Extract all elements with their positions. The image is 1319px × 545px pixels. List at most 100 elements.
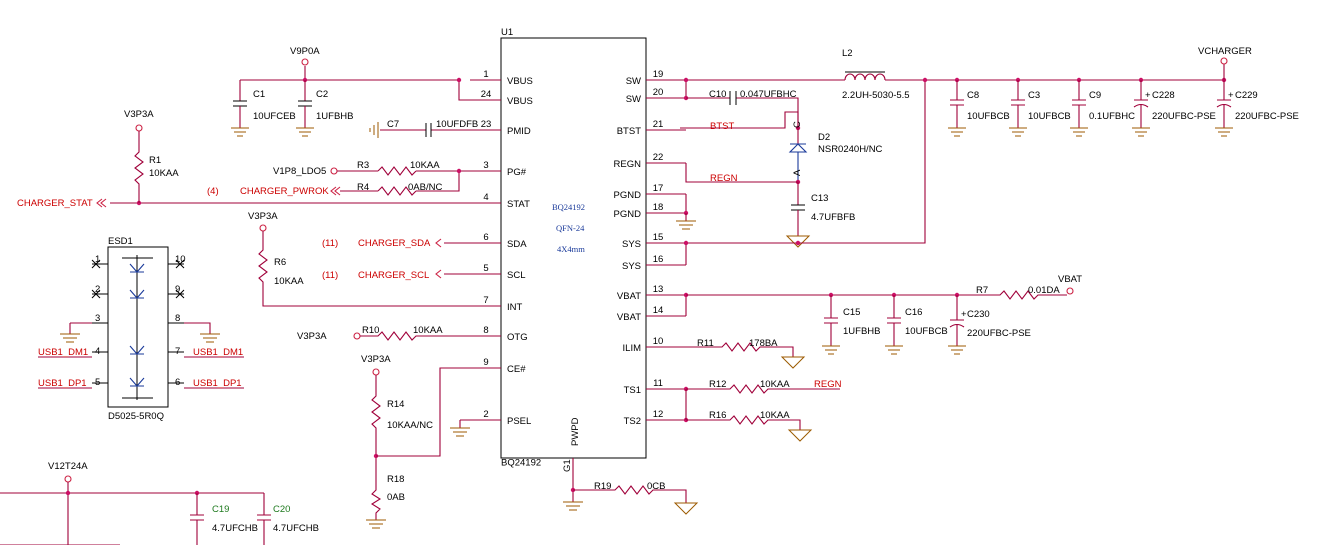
r11-ref: R11	[697, 338, 714, 349]
ic-pin-name: VBUS	[507, 76, 533, 87]
ic-pin-number: 17	[653, 183, 664, 194]
c1-ref: C1	[253, 89, 265, 100]
esd-pin-3: 3	[95, 313, 100, 324]
ic-pin-name: TS2	[624, 416, 641, 427]
r3-ref: R3	[357, 160, 369, 171]
ic-pin-number: 23	[481, 119, 492, 130]
v3p3a-1-port-icon	[135, 124, 143, 132]
c20-value: 4.7UFCHB	[273, 523, 319, 534]
sys-net	[683, 80, 926, 265]
ic-pin-name: ILIM	[623, 343, 642, 354]
psel-net	[450, 419, 470, 437]
c228-ref: C228	[1152, 90, 1175, 101]
c15-value: 1UFBHB	[843, 326, 880, 337]
charger-sda-label: CHARGER_SDA	[358, 238, 431, 249]
esd-diode-2	[129, 289, 145, 299]
ic-pin-name: SYS	[622, 239, 641, 250]
ic-pin-name: VBAT	[617, 312, 641, 323]
ic-pin-number: 15	[653, 232, 664, 243]
vcharger-label: VCHARGER	[1198, 46, 1252, 57]
regn-label: REGN	[710, 173, 738, 184]
d2-pin-c: C	[792, 121, 803, 128]
ic-pin-number: 13	[653, 284, 664, 295]
ic-pin-name: PSEL	[507, 416, 531, 427]
esd-pin-10: 10	[175, 254, 186, 265]
ic-pin-name: SW	[626, 76, 641, 87]
ic-pin-name: CE#	[507, 364, 526, 375]
c8-value: 10UFBCB	[967, 111, 1010, 122]
ic-pin-name: SW	[626, 94, 641, 105]
r4-resistor	[377, 186, 417, 196]
ic-pin-name: SYS	[622, 261, 641, 272]
c229-ref: C229	[1235, 90, 1258, 101]
ic-part-label: BQ24192	[501, 457, 541, 468]
c229-value: 220UFBC-PSE	[1235, 111, 1299, 122]
v9p0a-label: V9P0A	[290, 46, 320, 57]
vcharger-port-icon	[1220, 57, 1228, 65]
ic-pad-pin: G1	[562, 459, 573, 472]
v1p8-port-icon	[330, 167, 338, 175]
ic-center-part: BQ24192	[552, 202, 585, 212]
r6-value: 10KAA	[274, 276, 304, 287]
ic-pin-number: 20	[653, 87, 664, 98]
r19-resistor	[573, 485, 687, 503]
ic-pin-name: TS1	[624, 385, 641, 396]
ic-pin-number: 19	[653, 69, 664, 80]
r7-value: 0.01DA	[1028, 285, 1060, 296]
ic-pin-name: STAT	[507, 199, 530, 210]
v12-port-icon	[64, 475, 72, 483]
v12-net: V12T24A C19 4.7UFCHB C20 4.7UFCHB	[0, 461, 319, 545]
ic-pin-name: PGND	[614, 209, 642, 220]
esd-pin-7: 7	[175, 346, 180, 357]
c2-ref: C2	[316, 89, 328, 100]
ic-left-pins: 1VBUS24VBUS23PMID3PG#4STAT6SDA5SCL7INT8O…	[470, 69, 533, 427]
ref-11a-label: (11)	[322, 238, 338, 249]
pad-net: R19 0CB	[563, 458, 699, 515]
vbat-label: VBAT	[1058, 274, 1082, 285]
r19-ref: R19	[594, 481, 611, 492]
v3p3a-2-label: V3P3A	[248, 211, 278, 222]
ic-pin-number: 4	[483, 192, 488, 203]
r12-ref: R12	[709, 379, 726, 390]
r6-resistor	[258, 231, 470, 307]
usb1-dm1-right-label: USB1_DM1	[193, 347, 243, 358]
r4-ref: R4	[357, 182, 369, 193]
charger-pwrok-label: CHARGER_PWROK	[240, 186, 329, 197]
v3p3a-3-port-icon	[353, 332, 361, 340]
c228-value: 220UFBC-PSE	[1152, 111, 1216, 122]
v3p3a-1-label: V3P3A	[124, 109, 154, 120]
c13-ref: C13	[811, 193, 828, 204]
r12-resistor	[686, 384, 840, 394]
v3p3a-3-label: V3P3A	[297, 331, 327, 342]
r6-ref: R6	[274, 257, 286, 268]
l2-inductor[interactable]: L2 2.2UH-5030-5.5	[842, 48, 910, 101]
pgnd-net	[676, 194, 696, 230]
esd1-array[interactable]: ESD1 D5025-5R0Q 1 2 3 4 5 10 9 8 7 6 USB…	[38, 236, 244, 422]
ic-pin-name: VBAT	[617, 291, 641, 302]
ic-pin-name: OTG	[507, 332, 528, 343]
esd-pin-2: 2	[95, 284, 100, 295]
ic-center-package: QFN-24	[556, 223, 585, 233]
esd-diode-1	[129, 263, 145, 273]
r11-resistor	[680, 342, 794, 357]
ic-pin-name: INT	[507, 302, 523, 313]
r10-resistor	[360, 331, 470, 341]
ic-pin-number: 2	[483, 409, 488, 420]
ic-pin-number: 6	[483, 232, 488, 243]
v3p3a-2-port-icon	[259, 224, 267, 232]
r19-value: 0CB	[647, 481, 665, 492]
ic-pin-name: REGN	[614, 159, 642, 170]
esd-pin-1: 1	[95, 254, 100, 265]
ic-pad-label: PWPD	[570, 417, 581, 446]
ts-net: R12 10KAA REGN R16 10KAA	[683, 379, 842, 442]
r16-ref: R16	[709, 410, 726, 421]
